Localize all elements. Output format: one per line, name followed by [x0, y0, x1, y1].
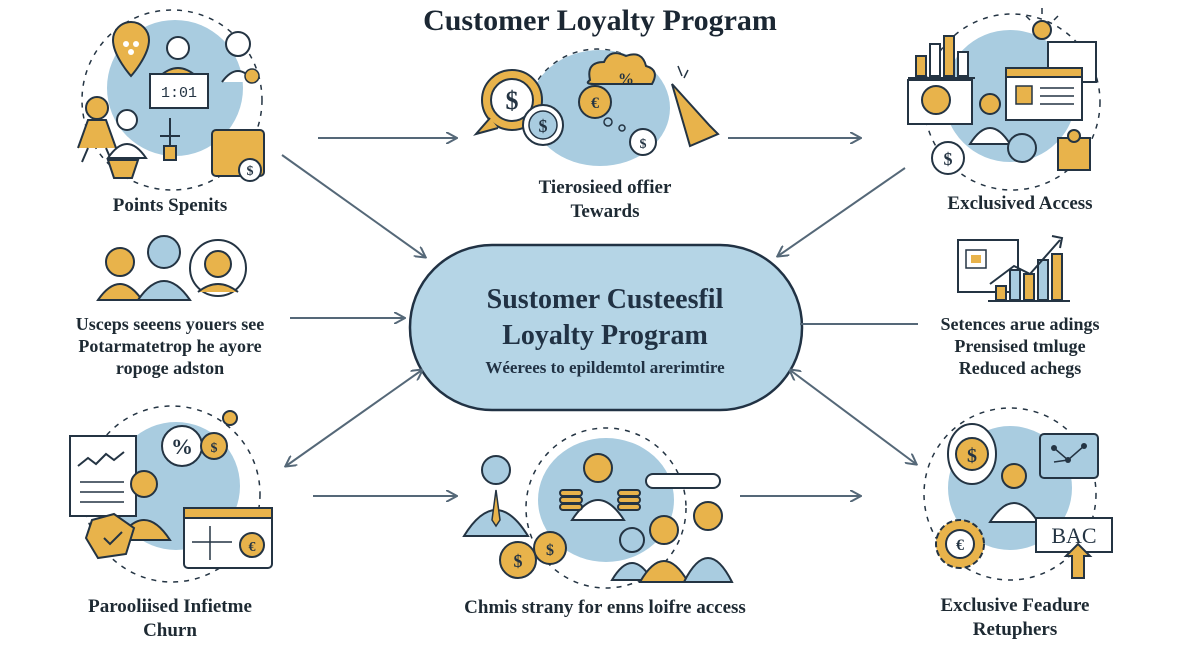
node-label-line: Prensised tmluge — [954, 336, 1086, 356]
bac-sign-icon — [1035, 517, 1113, 553]
node-label-line: Parooliised Infietme — [88, 596, 252, 617]
node-label-top-right: Exclusived Access — [900, 192, 1140, 216]
clients-access-illustration: $ $ — [462, 427, 734, 589]
node-label-mid-left: Usceps seeens youers see Potarmatetrop h… — [40, 313, 300, 379]
svg-text:%: % — [618, 71, 634, 88]
node-label-line: Retuphers — [972, 619, 1058, 640]
node-label-line: Exclusive Feadure — [940, 595, 1090, 616]
idea-cloud-icon — [586, 52, 656, 85]
svg-text:$: $ — [247, 164, 254, 179]
arrow-center-bottom-left — [286, 370, 422, 466]
arrow-top-right-to-center — [778, 167, 906, 256]
node-label-bottom-center: Chmis strany for enns loifre access — [420, 596, 790, 620]
svg-text:$: $ — [514, 551, 523, 571]
node-label-line: Chmis strany for enns loifre access — [464, 597, 746, 618]
node-label-line: Points Spenits — [112, 195, 228, 216]
node-label-top-left: Points Spenits — [60, 194, 280, 218]
pen-icon — [671, 83, 720, 148]
svg-text:$: $ — [944, 149, 953, 169]
node-label-line: Exclusived Access — [947, 193, 1093, 214]
coin-icon — [499, 541, 537, 579]
node-label-line: Tierosieed offier — [538, 177, 672, 198]
growth-chart-illustration — [957, 235, 1070, 302]
lightbulb-icon — [1032, 20, 1052, 40]
svg-text:$: $ — [539, 116, 548, 136]
tiered-offer-illustration: $ $ € % $ — [473, 48, 720, 166]
node-label-line: Potarmatetrop he ayore — [78, 336, 262, 356]
central-oval — [408, 243, 804, 412]
svg-text:BAC: BAC — [1051, 523, 1096, 548]
node-label-line: Churn — [143, 620, 197, 641]
node-label-line: ropoge adston — [115, 358, 225, 378]
bar-chart-icon — [908, 35, 975, 79]
node-label-line: Reduced achegs — [958, 358, 1082, 378]
clipboard-icon — [69, 435, 137, 517]
svg-text:%: % — [171, 434, 193, 459]
points-spent-illustration: 1:01 $ — [77, 9, 265, 191]
svg-text:$: $ — [211, 441, 218, 456]
node-label-line: Tewards — [570, 201, 640, 222]
exclusive-feature-illustration: $ € BAC — [923, 407, 1113, 581]
svg-text:$: $ — [546, 542, 554, 559]
svg-text:€: € — [591, 95, 599, 112]
center-subtitle: Wéerees to epildemtol arerimtire — [485, 358, 725, 377]
arrow-top-left-to-center — [281, 154, 425, 257]
node-label-mid-right: Setences arue adings Prensised tmluge Re… — [905, 313, 1135, 379]
svg-text:€: € — [249, 540, 256, 555]
connector-arrows — [281, 138, 918, 496]
page-title: Customer Loyalty Program — [423, 4, 777, 37]
node-label-top-center: Tierosieed offier Tewards — [490, 176, 720, 224]
center-title: Sustomer Custeesfil Loyalty Program — [415, 282, 795, 354]
svg-text:1:01: 1:01 — [161, 85, 197, 102]
users-group-illustration — [96, 235, 247, 301]
arrow-center-bottom-right — [790, 370, 916, 464]
exclusive-access-illustration: $ — [907, 8, 1101, 191]
center-title-line2: Loyalty Program — [502, 320, 708, 351]
heart-badge-icon — [84, 512, 136, 560]
coin-stack-icon — [559, 489, 641, 511]
center-title-line1: Sustomer Custeesfil — [486, 284, 724, 315]
svg-text:$: $ — [640, 137, 647, 152]
network-panel-icon — [1039, 433, 1099, 479]
board-icon — [149, 73, 209, 109]
node-label-line: Usceps seeens youers see — [75, 314, 265, 334]
node-label-bottom-left: Parooliised Infietme Churn — [50, 595, 290, 643]
node-label-line: Setences arue adings — [940, 314, 1100, 334]
svg-text:$: $ — [967, 445, 977, 467]
node-label-bottom-right: Exclusive Feadure Retuphers — [895, 594, 1135, 642]
personalised-lifetime-illustration: % $ € — [69, 405, 273, 583]
svg-text:€: € — [956, 537, 964, 554]
svg-text:$: $ — [506, 86, 519, 115]
phone-icon — [1007, 133, 1037, 163]
search-bar-icon — [645, 473, 721, 489]
up-arrow-icon — [1063, 542, 1093, 579]
